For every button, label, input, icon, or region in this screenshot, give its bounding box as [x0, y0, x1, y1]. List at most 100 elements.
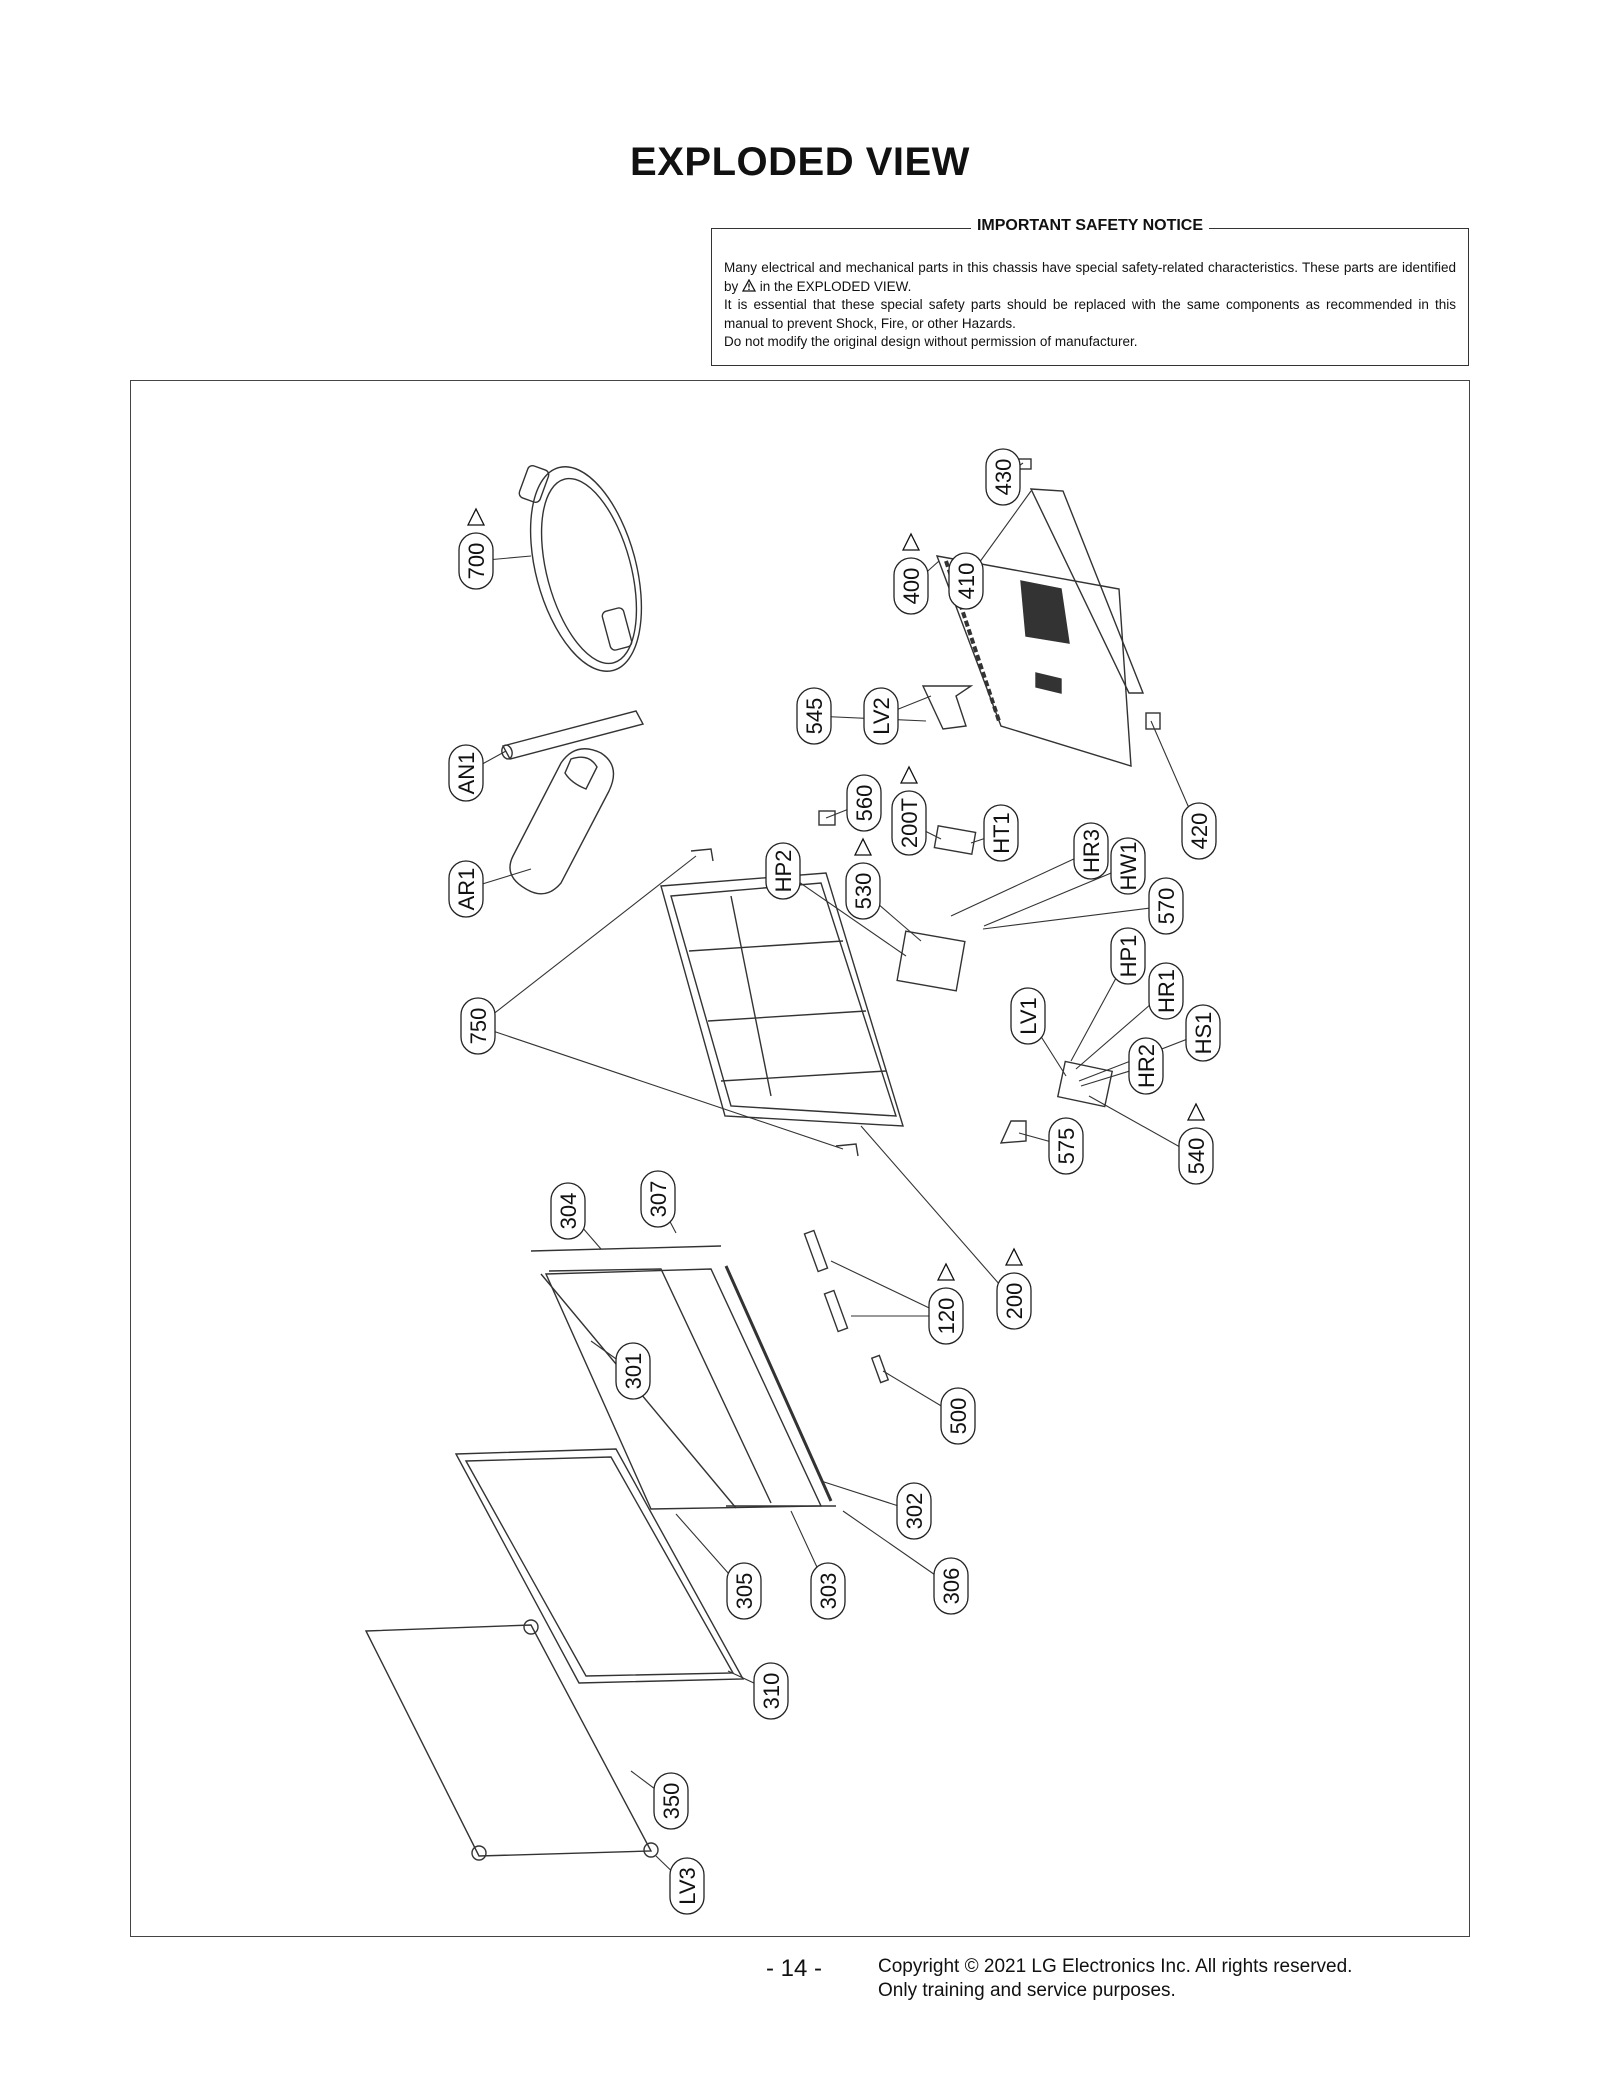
callout-bubble — [796, 687, 832, 745]
callout-hr1: HR1 — [1148, 962, 1184, 1020]
callout-bubble — [460, 997, 496, 1055]
callout-bubble — [983, 804, 1019, 862]
callout-bubble — [550, 1182, 586, 1240]
callout-label: AN1 — [454, 752, 479, 795]
callout-bubble — [1181, 802, 1217, 860]
callout-410: 410 — [948, 552, 984, 610]
page-title: EXPLODED VIEW — [630, 140, 970, 184]
callout-label: HR3 — [1079, 829, 1104, 873]
safety-notice-line-2: It is essential that these special safet… — [724, 297, 1456, 331]
safety-notice-body: Many electrical and mechanical parts in … — [724, 259, 1456, 352]
leader-line-hp2 — [782, 870, 907, 957]
bracket-420-part — [1145, 712, 1161, 730]
callout-label: 430 — [991, 459, 1016, 496]
handle-750-bottom — [835, 1143, 859, 1157]
callout-hp1: HP1 — [1110, 927, 1146, 985]
callout-bubble — [448, 860, 484, 918]
callout-label: 420 — [1187, 813, 1212, 850]
callout-420: 420 — [1181, 802, 1217, 860]
part-560 — [818, 810, 836, 826]
panel-301-part — [544, 1268, 823, 1510]
callout-label: 350 — [659, 1783, 684, 1820]
callout-750: 750 — [460, 997, 496, 1055]
callout-bubble — [1148, 962, 1184, 1020]
part-120-top — [803, 1229, 829, 1273]
callout-hp2: HP2 — [765, 842, 801, 900]
callout-bubble — [1110, 837, 1146, 895]
callout-bubble — [640, 1170, 676, 1228]
callout-label: 400 — [899, 568, 924, 605]
callout-301: 301 — [615, 1342, 651, 1400]
leader-line-hw1 — [983, 865, 1129, 927]
callout-307: 307 — [640, 1170, 676, 1228]
callout-530: 530 — [845, 837, 881, 920]
callout-label: HW1 — [1116, 842, 1141, 891]
callout-label: 700 — [464, 543, 489, 580]
callout-bubble — [948, 552, 984, 610]
callout-545: 545 — [796, 687, 832, 745]
callout-label: LV2 — [869, 697, 894, 735]
callout-label: 302 — [902, 1493, 927, 1530]
callout-200t: 200T — [891, 765, 927, 856]
callout-400: 400 — [893, 532, 929, 615]
leader-line-750 — [477, 855, 697, 1027]
callout-306: 306 — [933, 1557, 969, 1615]
callout-302: 302 — [896, 1482, 932, 1540]
callout-500: 500 — [940, 1387, 976, 1445]
module-frame-part — [530, 1245, 836, 1509]
callout-bubble — [1010, 987, 1046, 1045]
callout-200: 200 — [996, 1247, 1032, 1330]
callout-303: 303 — [810, 1562, 846, 1620]
callout-bubble — [753, 1662, 789, 1720]
callout-bubble — [1048, 1117, 1084, 1175]
callout-560: 560 — [846, 774, 882, 832]
callout-700: 700 — [458, 507, 494, 590]
callout-ht1: HT1 — [983, 804, 1019, 862]
callout-bubble — [863, 687, 899, 745]
callout-label: HR2 — [1134, 1044, 1159, 1088]
callout-hr3: HR3 — [1073, 822, 1109, 880]
lv2-cable-part — [921, 685, 974, 730]
callout-bubble — [458, 532, 494, 590]
remote-control-part — [509, 748, 615, 895]
callout-label: AR1 — [454, 868, 479, 911]
callout-350: 350 — [653, 1772, 689, 1830]
callout-bubble — [810, 1562, 846, 1620]
warning-triangle-icon — [899, 765, 919, 784]
callout-label: 570 — [1154, 888, 1179, 925]
page-number: - 14 - — [766, 1955, 823, 1982]
callout-an1: AN1 — [448, 744, 484, 802]
part-575 — [999, 1120, 1027, 1144]
callout-label: 575 — [1054, 1128, 1079, 1165]
callout-label: 560 — [852, 785, 877, 822]
callout-bubble — [1148, 877, 1184, 935]
footer-copyright-block: Copyright © 2021 LG Electronics Inc. All… — [878, 1955, 1352, 2003]
callout-label: LV3 — [675, 1867, 700, 1905]
rail-part — [1029, 488, 1145, 694]
sheet-350-part — [364, 1619, 659, 1861]
back-cover-part — [935, 555, 1132, 767]
safety-notice-title: IMPORTANT SAFETY NOTICE — [970, 217, 1210, 234]
leader-line-750-b — [477, 1025, 844, 1150]
warning-triangle-icon — [901, 532, 921, 551]
callout-label: 307 — [646, 1181, 671, 1218]
safety-notice-box: IMPORTANT SAFETY NOTICE Many electrical … — [711, 217, 1469, 366]
callout-bubble — [765, 842, 801, 900]
callout-bubble — [1128, 1037, 1164, 1095]
callout-430: 430 — [985, 448, 1021, 506]
warning-triangle-icon — [1004, 1247, 1024, 1266]
callout-label: HR1 — [1154, 969, 1179, 1013]
callout-label: 750 — [466, 1008, 491, 1045]
callout-label: 200 — [1002, 1283, 1027, 1320]
callout-bubble — [846, 774, 882, 832]
leader-lines — [465, 462, 1204, 1887]
callout-lv3: LV3 — [669, 1857, 705, 1915]
callout-575: 575 — [1048, 1117, 1084, 1175]
callout-bubble — [615, 1342, 651, 1400]
callout-label: 540 — [1184, 1138, 1209, 1175]
warning-triangle-icon — [853, 837, 873, 856]
warning-triangle-icon — [741, 278, 757, 292]
callout-hr2: HR2 — [1128, 1037, 1164, 1095]
parts-drawing — [364, 458, 1161, 1861]
callout-label: HS1 — [1191, 1012, 1216, 1055]
